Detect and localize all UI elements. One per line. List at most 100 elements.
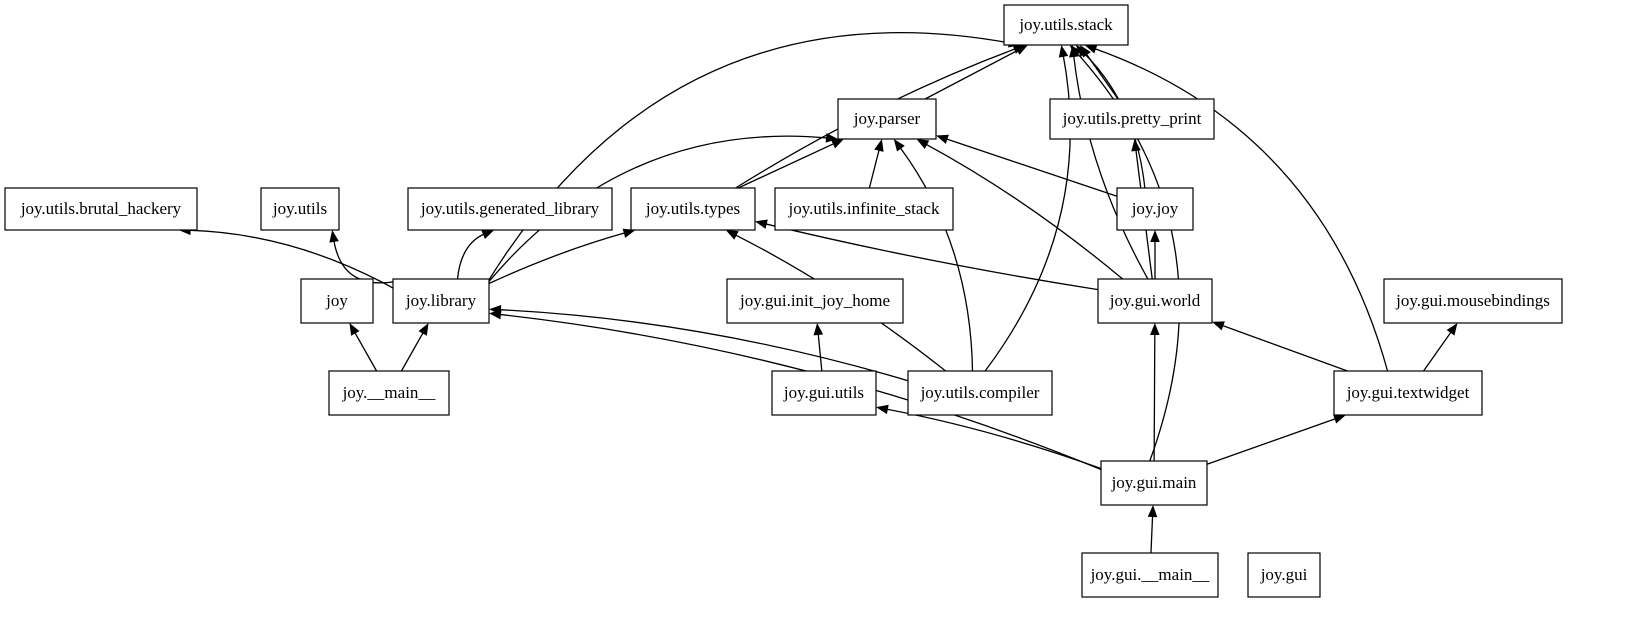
- edge-arrowhead: [1058, 45, 1069, 58]
- edge-joy-library-to-joy-utils-brutal-hackery: [188, 229, 394, 289]
- edge-joy-gui-textwidget-to-joy-gui-mousebindings: [1423, 330, 1453, 372]
- edge-arrowhead: [349, 323, 360, 336]
- edge-arrowhead: [876, 404, 889, 415]
- edge-arrowhead: [1332, 414, 1346, 424]
- edge-joy-gui-world-to-joy-utils-stack: [1072, 54, 1149, 280]
- edge-joy-library-to-joy-utils-types: [488, 232, 627, 285]
- edge-joy---main---to-joy-library: [400, 331, 425, 372]
- node-joy-gui-utils[interactable]: joy.gui.utils: [771, 370, 877, 416]
- edge-arrowhead: [916, 139, 930, 149]
- edge-joy-library-to-joy-utils-generated-library: [456, 233, 486, 280]
- node-label: joy.utils.generated_library: [420, 199, 600, 218]
- edge-layer: [178, 32, 1458, 554]
- edge-joy-utils-infinite-stack-to-joy-parser: [868, 148, 881, 189]
- edge-arrowhead: [489, 309, 502, 320]
- edge-arrowhead: [1446, 323, 1458, 336]
- node-joy-parser[interactable]: joy.parser: [837, 98, 937, 140]
- node-joy-utils-stack[interactable]: joy.utils.stack: [1003, 4, 1129, 46]
- edge-joy-utils-compiler-to-joy-library: [498, 309, 909, 382]
- edge-arrowhead: [936, 134, 949, 144]
- edge-arrowhead: [418, 323, 429, 336]
- node-joy-utils-generated-library[interactable]: joy.utils.generated_library: [407, 187, 613, 231]
- node-label: joy.library: [405, 291, 477, 310]
- edge-joy-gui-main-to-joy-gui-world: [1153, 332, 1156, 462]
- node-label: joy.utils.pretty_print: [1062, 109, 1202, 128]
- node-label: joy.gui.__main__: [1090, 565, 1210, 584]
- edge-joy-gui-utils-to-joy-gui-init-joy-home: [817, 332, 823, 372]
- node-joy-utils[interactable]: joy.utils: [260, 187, 340, 231]
- edge-arrowhead: [893, 139, 905, 152]
- node-joy-utils-pretty-print[interactable]: joy.utils.pretty_print: [1049, 98, 1215, 140]
- node-joy-utils-compiler[interactable]: joy.utils.compiler: [907, 370, 1053, 416]
- edge-arrowhead: [1150, 230, 1160, 242]
- node-joy-gui---main--[interactable]: joy.gui.__main__: [1081, 552, 1219, 598]
- node-joy---main--[interactable]: joy.__main__: [328, 370, 450, 416]
- node-box: [1247, 552, 1321, 598]
- edge-arrowhead: [1075, 45, 1088, 57]
- node-label: joy: [325, 291, 348, 310]
- edge-joy-gui-main-to-joy-gui-utils: [885, 408, 1102, 470]
- node-box: [1383, 278, 1563, 324]
- edge-joy-gui-world-to-joy-parser: [924, 143, 1124, 280]
- node-box: [1333, 370, 1483, 416]
- node-joy-gui-textwidget[interactable]: joy.gui.textwidget: [1333, 370, 1483, 416]
- node-box: [260, 187, 340, 231]
- node-joy-utils-infinite-stack[interactable]: joy.utils.infinite_stack: [774, 187, 954, 231]
- edge-joy-gui-main-to-joy-gui-textwidget: [1206, 417, 1337, 465]
- node-joy[interactable]: joy: [300, 278, 374, 324]
- edge-arrowhead: [874, 139, 884, 152]
- node-joy-utils-types[interactable]: joy.utils.types: [630, 187, 756, 231]
- edge-joy-gui-textwidget-to-joy-utils-stack: [1093, 47, 1389, 372]
- node-box: [771, 370, 877, 416]
- node-joy-library[interactable]: joy.library: [392, 278, 490, 324]
- edge-joy-joy-to-joy-parser: [945, 138, 1118, 197]
- node-box: [907, 370, 1053, 416]
- node-joy-gui-init-joy-home[interactable]: joy.gui.init_joy_home: [726, 278, 904, 324]
- edge-arrowhead: [825, 133, 838, 143]
- node-label: joy.utils.compiler: [920, 383, 1040, 402]
- node-label: joy.gui.init_joy_home: [739, 291, 890, 310]
- node-label: joy.utils.infinite_stack: [788, 199, 940, 218]
- edge-joy-gui-textwidget-to-joy-gui-world: [1221, 324, 1348, 372]
- node-layer: joy.utils.stack joy.parser joy.utils.prett…: [4, 4, 1563, 598]
- node-joy-gui-main[interactable]: joy.gui.main: [1100, 460, 1208, 506]
- node-label: joy.utils.types: [645, 199, 740, 218]
- node-box: [1049, 98, 1215, 140]
- node-label: joy.utils: [272, 199, 327, 218]
- edge-arrowhead: [1012, 44, 1026, 54]
- node-box: [774, 187, 954, 231]
- edge-joy---main---to-joy: [353, 331, 378, 372]
- edge-arrowhead: [481, 230, 495, 239]
- node-box: [407, 187, 613, 231]
- edge-arrowhead: [725, 230, 739, 240]
- edge-arrowhead: [830, 139, 844, 149]
- node-joy-gui-world[interactable]: joy.gui.world: [1097, 278, 1213, 324]
- node-label: joy.gui.main: [1111, 473, 1197, 492]
- node-box: [328, 370, 450, 416]
- edge-arrowhead: [755, 219, 768, 229]
- edge-arrowhead: [1147, 505, 1158, 518]
- edge-arrowhead: [1131, 139, 1141, 152]
- edge-joy-library-to-joy-parser: [488, 135, 829, 282]
- node-box: [300, 278, 374, 324]
- edge-joy-gui-world-to-joy-utils-types: [764, 223, 1099, 291]
- node-joy-utils-brutal-hackery[interactable]: joy.utils.brutal_hackery: [4, 187, 198, 231]
- node-joy-joy[interactable]: joy.joy: [1116, 187, 1194, 231]
- node-box: [1100, 460, 1208, 506]
- node-label: joy.gui.world: [1109, 291, 1201, 310]
- edge-joy-parser-to-joy-utils-stack: [924, 49, 1020, 100]
- node-label: joy.utils.stack: [1018, 15, 1113, 34]
- node-box: [726, 278, 904, 324]
- edge-joy-gui---main---to-joy-gui-main: [1150, 514, 1154, 554]
- node-label: joy.gui.mousebindings: [1395, 291, 1550, 310]
- node-label: joy.__main__: [342, 383, 436, 402]
- node-box: [630, 187, 756, 231]
- node-joy-gui-mousebindings[interactable]: joy.gui.mousebindings: [1383, 278, 1563, 324]
- node-box: [1003, 4, 1129, 46]
- node-joy-gui[interactable]: joy.gui: [1247, 552, 1321, 598]
- edge-joy-gui-main-to-joy-library: [498, 313, 1102, 471]
- node-box: [837, 98, 937, 140]
- edge-arrowhead: [1212, 321, 1225, 331]
